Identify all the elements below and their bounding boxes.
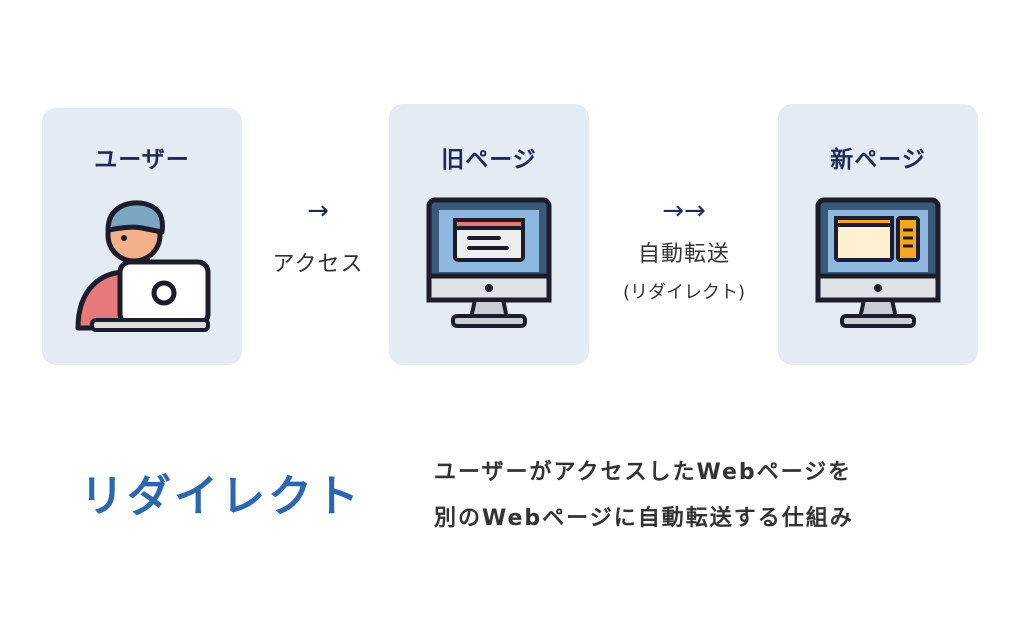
redirect-label: 自動転送 — [637, 242, 730, 267]
new-page-card: 新ページ — [778, 104, 978, 365]
new-page-card-title: 新ページ — [830, 147, 926, 173]
description-line-1: ユーザーがアクセスしたWebページを — [434, 460, 853, 485]
headline-title: リダイレクト — [80, 471, 362, 522]
redirect-sublabel: (リダイレクト) — [622, 282, 746, 303]
person-laptop-icon — [75, 200, 211, 332]
access-arrow: → — [307, 196, 329, 226]
description-line-2: 別のWebページに自動転送する仕組み — [434, 506, 854, 531]
new-page-monitor-icon — [815, 197, 941, 328]
old-page-monitor-icon — [426, 197, 552, 328]
redirect-arrow: →→ — [662, 196, 706, 226]
access-label: アクセス — [272, 252, 364, 277]
old-page-card: 旧ページ — [389, 104, 589, 365]
user-card: ユーザー — [42, 108, 242, 365]
user-card-title: ユーザー — [94, 147, 190, 173]
old-page-card-title: 旧ページ — [441, 147, 537, 173]
